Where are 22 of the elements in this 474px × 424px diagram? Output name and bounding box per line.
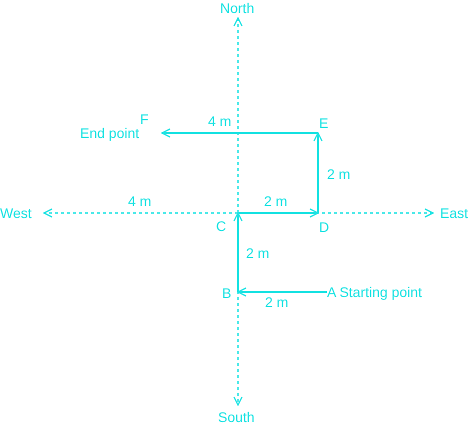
point-label: B	[222, 285, 236, 301]
direction-label: East	[440, 205, 468, 221]
distance-label: 2 m	[265, 294, 288, 310]
distance-label: 2 m	[264, 193, 288, 209]
point-letter: F	[140, 111, 149, 127]
point-label: C	[216, 218, 232, 234]
arrow	[233, 212, 243, 292]
arrow	[313, 132, 323, 213]
distance-label: 2 m	[246, 245, 270, 261]
distance-label: 2 m	[327, 166, 350, 182]
point-label: E	[319, 115, 333, 131]
distance-label: 4 m	[208, 113, 232, 129]
point-label: D	[319, 219, 333, 235]
arrow	[238, 208, 319, 218]
arrow	[237, 287, 327, 297]
point-label: A Starting point	[327, 284, 447, 300]
direction-label: South	[218, 409, 255, 424]
arrow	[161, 128, 318, 138]
direction-label: North	[220, 0, 254, 16]
direction-label: West	[0, 205, 32, 221]
point-caption: End point	[80, 125, 140, 141]
distance-label: 4 m	[128, 193, 152, 209]
